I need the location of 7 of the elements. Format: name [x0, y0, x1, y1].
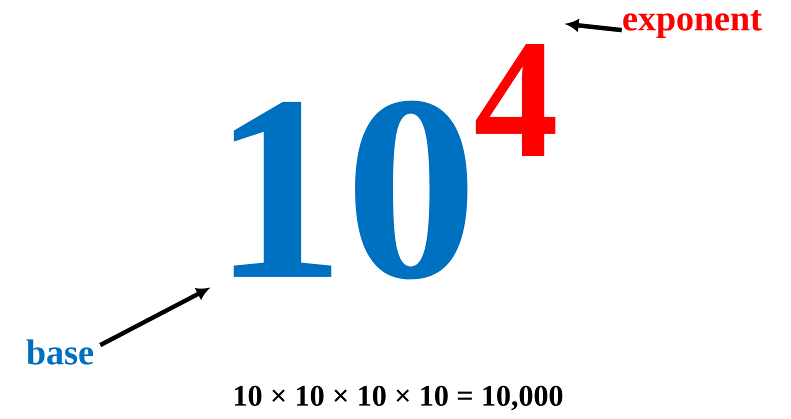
arrow: [99, 288, 208, 348]
equation: 10 × 10 × 10 × 10 = 10,000: [234, 386, 562, 410]
arrow: [568, 20, 622, 32]
exponent-number: 4: [476, 44, 556, 156]
base-text: base: [26, 339, 94, 365]
exponent-text: exponent: [623, 10, 762, 38]
base-number: 10: [234, 100, 468, 280]
